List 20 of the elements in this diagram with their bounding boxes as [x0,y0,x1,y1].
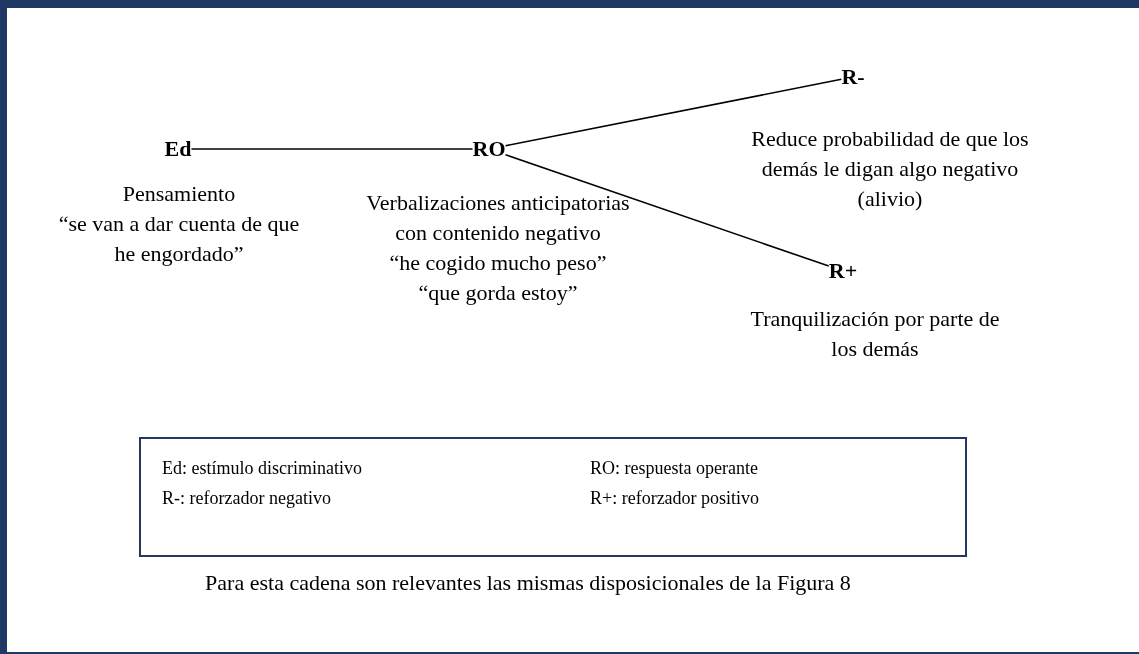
term-label: R- [841,62,865,92]
key-entry: R+: reforzador positivo [590,487,761,510]
description-text: Pensamiento [122,180,236,208]
connector-line [504,153,830,267]
key-box [139,437,967,557]
caption-text: Para esta cadena son relevantes las mismas disposicionales de la Figura 8 [205,569,851,597]
description-text: Verbalizaciones anticipatorias con contenido negativo [365,189,631,247]
description-text: Reduce probabilidad de que los demás le digan algo negativo (alivio) [750,125,1030,213]
key-entry: Ed: estímulo discriminativo [162,457,363,480]
description-text: “he cogido mucho peso” [389,249,607,277]
term-label: RO [472,134,506,164]
key-entry: R-: reforzador negativo [162,487,332,510]
key-entry: RO: respuesta operante [590,457,759,480]
description-text: Tranquilización por parte de los demás [749,305,1001,363]
description-text: “se van a dar cuenta de que he engordado” [57,210,301,268]
connector-line [504,78,843,147]
term-label: R+ [828,256,858,286]
connector-line [190,148,474,150]
description-text: “que gorda estoy” [418,279,578,307]
term-label: Ed [164,134,192,164]
